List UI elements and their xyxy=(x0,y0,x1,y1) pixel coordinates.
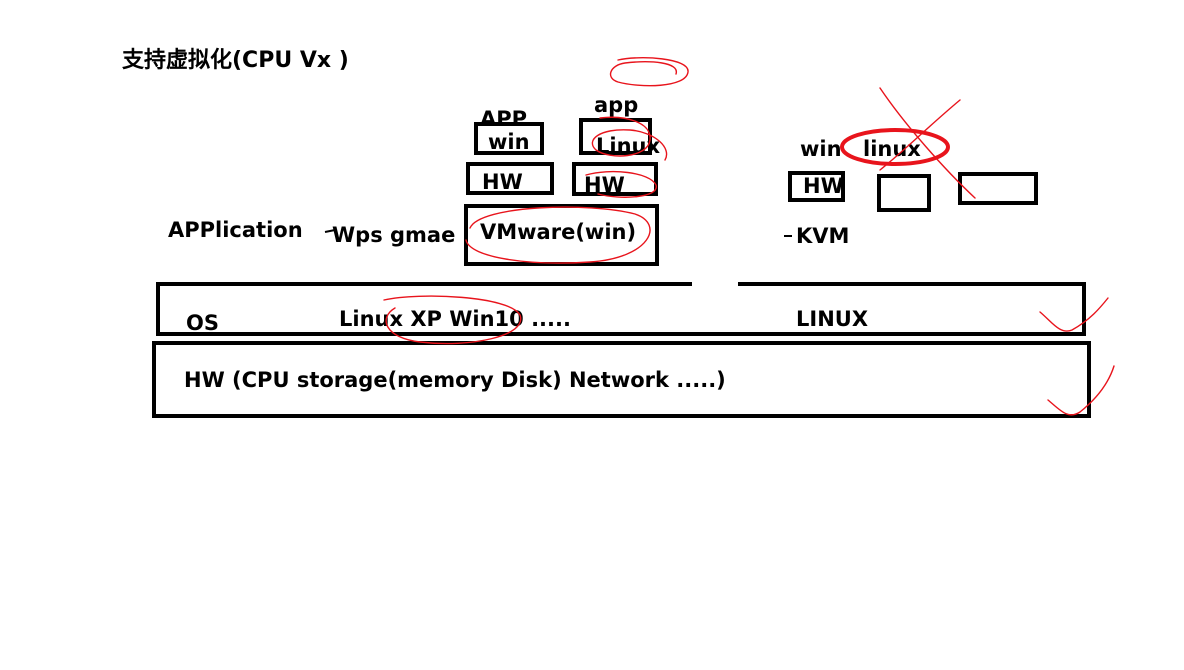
kvm-hw-box xyxy=(788,171,845,202)
vm1-os-box xyxy=(474,122,544,155)
application-label: APPlication xyxy=(168,218,303,242)
kvm-linux-label: linux xyxy=(863,137,921,161)
kvm-label: KVM xyxy=(796,224,850,248)
os-linux-label: LINUX xyxy=(796,307,869,331)
vm2-os-label: Linux xyxy=(596,134,661,158)
vm1-hw-label: HW xyxy=(482,170,523,194)
kvm-hw-label: HW xyxy=(803,174,844,198)
kvm-win-label: win xyxy=(800,137,842,161)
red-scribble-top xyxy=(609,57,689,87)
os-layer-box xyxy=(156,282,1086,336)
vm2-hw-label: HW xyxy=(584,173,625,197)
os-label: OS xyxy=(186,311,219,335)
vmware-label: VMware(win) xyxy=(480,220,637,244)
diagram-title: 支持虚拟化(CPU Vx ) xyxy=(122,48,349,73)
os-list-label: Linux XP Win10 ..... xyxy=(339,307,571,331)
apps-label: Wps gmae xyxy=(332,223,456,247)
vm1-hw-box xyxy=(466,162,554,195)
vm2-app-label: app xyxy=(594,93,639,117)
kvm-empty-box-1 xyxy=(877,174,931,212)
hw-label: HW (CPU storage(memory Disk) Network ...… xyxy=(184,368,726,392)
kvm-empty-box-2 xyxy=(958,172,1038,205)
vm1-os-label: win xyxy=(488,130,530,154)
